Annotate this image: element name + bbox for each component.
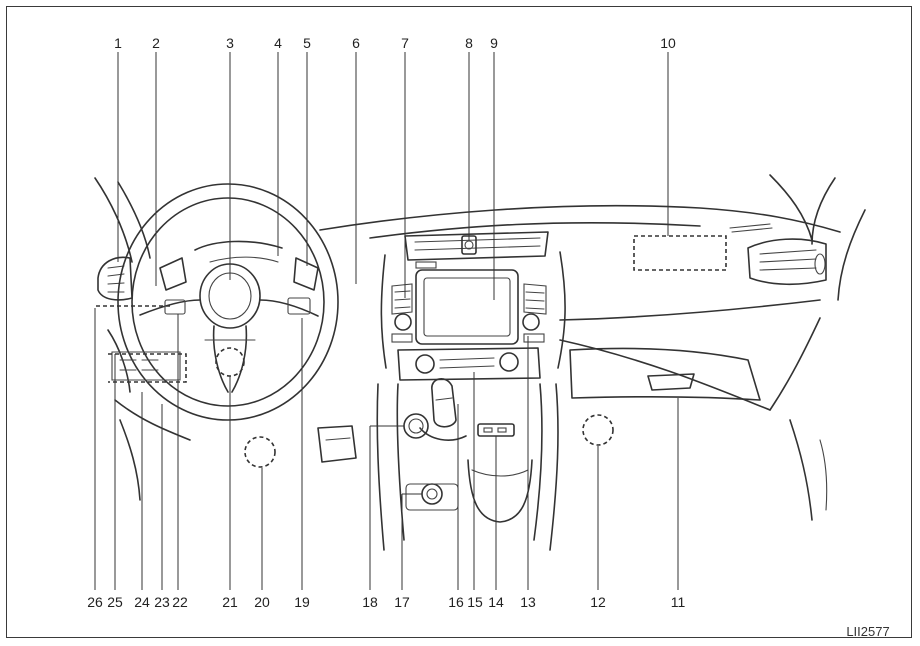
callout-25: 25 [107,594,123,610]
dashed-area-12 [582,414,614,446]
callout-10: 10 [660,35,676,51]
figure-frame [6,6,912,638]
bottom-callouts: 26 25 24 23 22 21 20 19 18 17 16 15 14 1… [87,594,685,610]
callout-7: 7 [401,35,409,51]
callout-4: 4 [274,35,282,51]
leader-lines [94,52,679,590]
location-markers [96,235,727,468]
callout-23: 23 [154,594,170,610]
callout-12: 12 [590,594,606,610]
callout-15: 15 [467,594,483,610]
callout-20: 20 [254,594,270,610]
callout-14: 14 [488,594,504,610]
dashboard-illustration [94,174,866,551]
callout-3: 3 [226,35,234,51]
callout-17: 17 [394,594,410,610]
callout-13: 13 [520,594,536,610]
callout-22: 22 [172,594,188,610]
dashed-area-21 [215,347,245,377]
callout-5: 5 [303,35,311,51]
callout-6: 6 [352,35,360,51]
dashed-area-25 [108,353,187,383]
callout-21: 21 [222,594,238,610]
callout-18: 18 [362,594,378,610]
callout-19: 19 [294,594,310,610]
callout-9: 9 [490,35,498,51]
callout-2: 2 [152,35,160,51]
callout-11: 11 [671,594,686,610]
callout-16: 16 [448,594,464,610]
figure-code: LII2577 [846,624,889,639]
callout-8: 8 [465,35,473,51]
top-callouts: 1 2 3 4 5 6 7 8 9 10 [114,35,676,51]
callout-24: 24 [134,594,150,610]
callout-1: 1 [114,35,122,51]
dashed-area-10 [633,235,727,271]
callout-26: 26 [87,594,103,610]
dashed-area-20 [244,436,276,468]
